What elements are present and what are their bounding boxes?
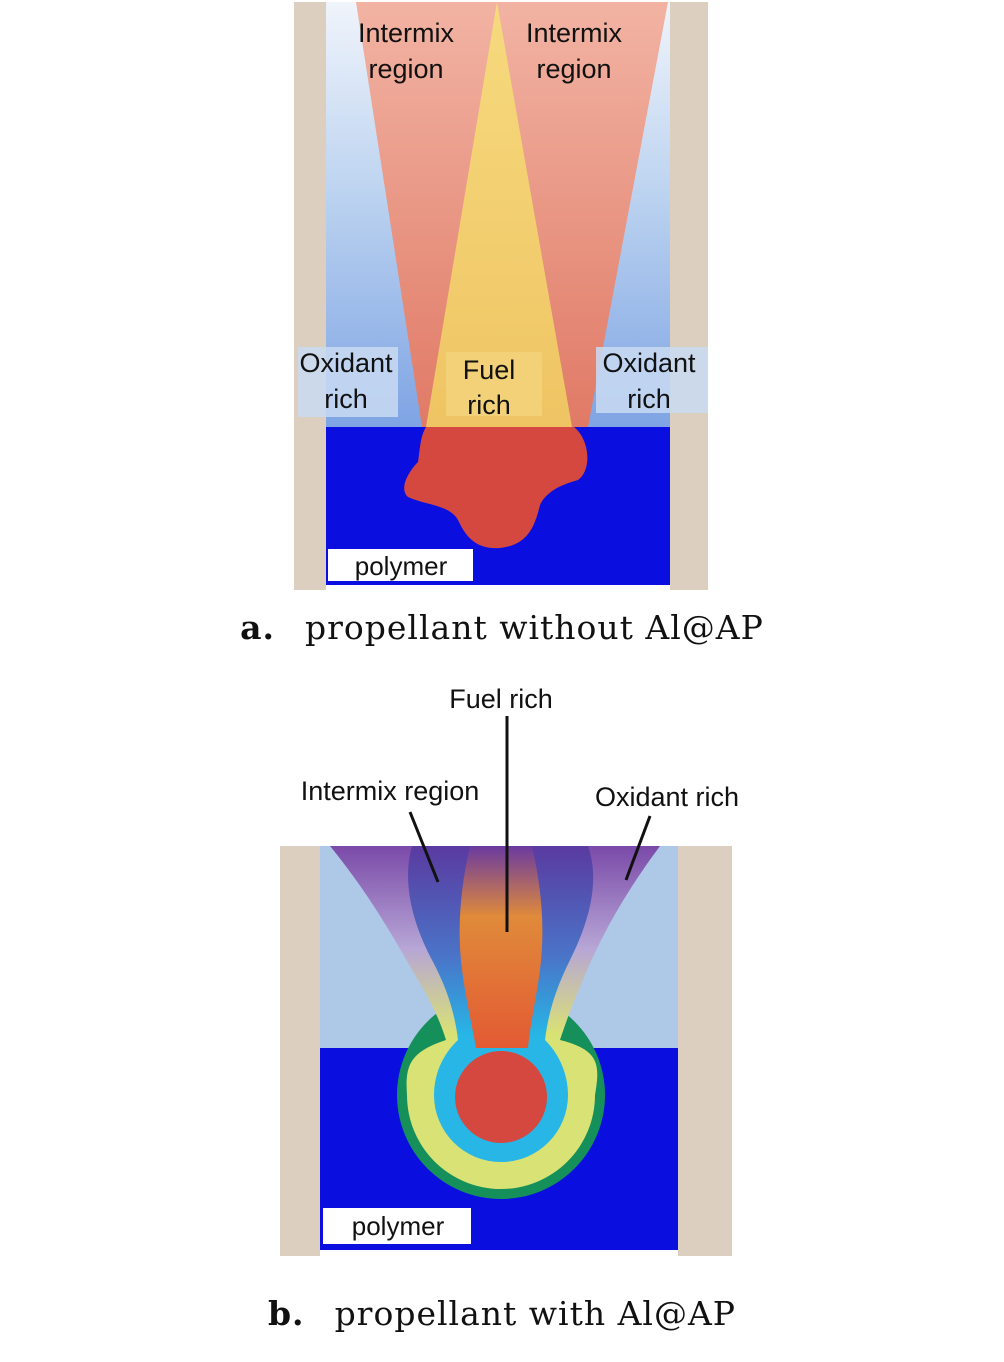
label-fuel-1: Fuel: [463, 355, 516, 385]
ap-particle-blob: [404, 427, 588, 549]
label-intermix-right-1: Intermix: [526, 18, 623, 48]
label-oxidant-right-1: Oxidant: [602, 348, 696, 378]
oxidant-leader-line: [624, 815, 652, 881]
diagram-panel-a: Intermix region Intermix region Oxidant …: [0, 0, 1004, 600]
chamber-wall-left: [294, 2, 326, 590]
label-oxidant-left-2: rich: [324, 384, 368, 414]
label-fuel-2: rich: [467, 390, 511, 420]
panel-a-graphic: Intermix region Intermix region Oxidant …: [294, 2, 708, 590]
caption-a-tag: a.: [240, 608, 276, 647]
caption-a: a. propellant without Al@AP: [0, 608, 1004, 647]
caption-b-tag: b.: [267, 1294, 305, 1333]
label-intermix-left-2: region: [368, 54, 443, 84]
polymer-label-box-b: [323, 1208, 471, 1244]
chamber-wall-right-b: [678, 846, 732, 1256]
label-fuel-rich-b: Fuel rich: [449, 684, 553, 714]
polymer-label-box: [328, 549, 473, 581]
label-oxidant-right-2: rich: [627, 384, 671, 414]
al-ap-particle: [455, 1051, 547, 1143]
fuel-rich-cone: [426, 2, 572, 427]
intermix-leader-line: [408, 811, 440, 883]
fuel-rich-core: [459, 846, 543, 1048]
label-intermix-right-2: region: [536, 54, 611, 84]
chamber-wall-right: [670, 2, 708, 590]
label-polymer-a: polymer: [355, 551, 448, 581]
caption-b-text: propellant with Al@AP: [334, 1294, 736, 1333]
caption-b: b. propellant with Al@AP: [0, 1294, 1004, 1333]
label-polymer-b: polymer: [352, 1211, 445, 1241]
caption-a-text: propellant without Al@AP: [305, 608, 764, 647]
panel-b-graphic: Fuel rich Intermix region Oxidant rich p…: [280, 684, 739, 1256]
label-oxidant-rich-b: Oxidant rich: [595, 782, 739, 812]
label-intermix-left-1: Intermix: [358, 18, 455, 48]
label-intermix-region-b: Intermix region: [301, 776, 480, 806]
chamber-wall-left-b: [280, 846, 320, 1256]
label-oxidant-left-1: Oxidant: [299, 348, 393, 378]
diagram-panel-b: Fuel rich Intermix region Oxidant rich p…: [0, 670, 1004, 1270]
